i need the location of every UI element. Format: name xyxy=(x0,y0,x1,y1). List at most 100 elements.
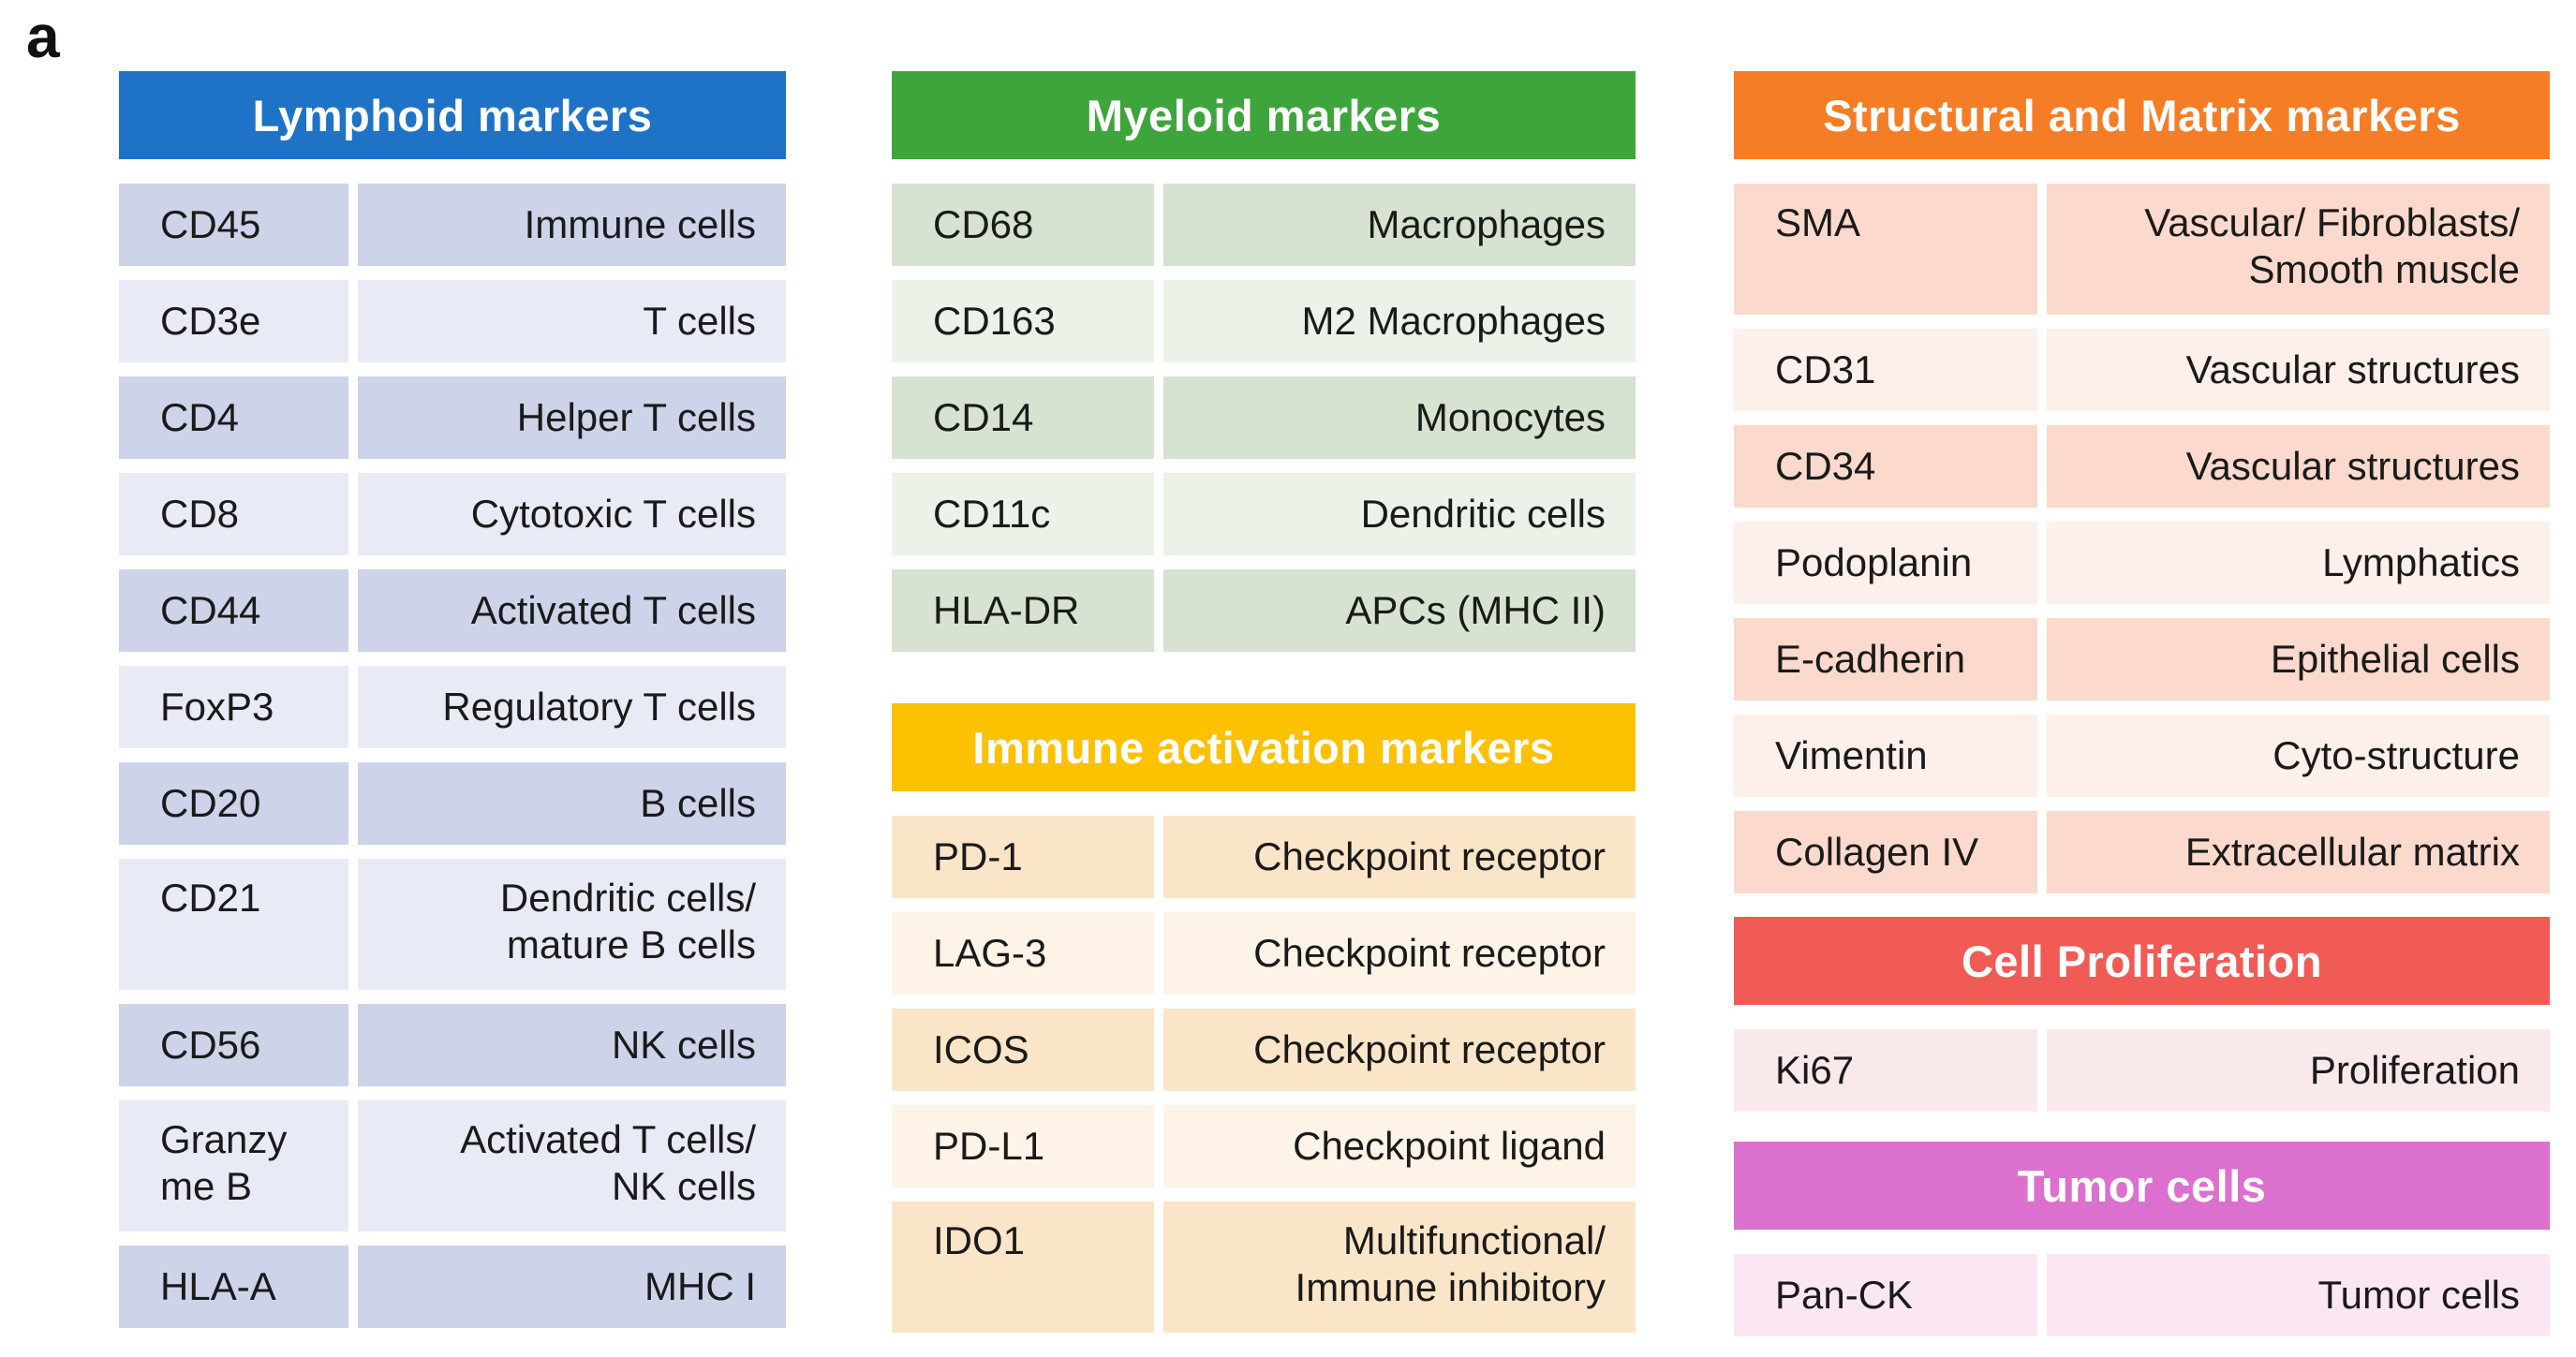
marker-target-cell: Proliferation xyxy=(2047,1029,2550,1112)
marker-name-cell: CD45 xyxy=(119,184,348,266)
marker-name-cell: Pan-CK xyxy=(1734,1254,2037,1336)
section-header-cell-proliferation: Cell Proliferation xyxy=(1734,917,2550,1005)
section-header-immune-activation: Immune activation markers xyxy=(892,703,1636,791)
marker-name-cell: Collagen IV xyxy=(1734,811,2037,893)
marker-target-cell: Dendritic cells/ mature B cells xyxy=(358,859,786,990)
marker-name-cell: CD44 xyxy=(119,569,348,652)
marker-name-cell: HLA-A xyxy=(119,1246,348,1328)
marker-name-cell: CD14 xyxy=(892,376,1154,459)
marker-name-cell: CD31 xyxy=(1734,329,2037,411)
marker-name-cell: CD11c xyxy=(892,473,1154,555)
section-header-tumor-cells: Tumor cells xyxy=(1734,1142,2550,1230)
marker-name-cell: CD8 xyxy=(119,473,348,555)
marker-target-cell: Activated T cells/ NK cells xyxy=(358,1100,786,1232)
marker-target-cell: Multifunctional/ Immune inhibitory xyxy=(1163,1202,1636,1333)
marker-name-cell: CD4 xyxy=(119,376,348,459)
marker-name-cell: CD34 xyxy=(1734,425,2037,508)
marker-target-cell: Checkpoint ligand xyxy=(1163,1105,1636,1187)
marker-name-cell: ICOS xyxy=(892,1009,1154,1091)
marker-target-cell: Vascular structures xyxy=(2047,329,2550,411)
marker-name-cell: Vimentin xyxy=(1734,715,2037,797)
marker-target-cell: Extracellular matrix xyxy=(2047,811,2550,893)
marker-target-cell: T cells xyxy=(358,280,786,362)
section-header-structural-matrix: Structural and Matrix markers xyxy=(1734,71,2550,159)
marker-target-cell: Vascular structures xyxy=(2047,425,2550,508)
panel-label: a xyxy=(26,3,60,70)
marker-name-cell: Granzy me B xyxy=(119,1100,348,1232)
marker-target-cell: Tumor cells xyxy=(2047,1254,2550,1336)
marker-name-cell: IDO1 xyxy=(892,1202,1154,1333)
marker-target-cell: Cytotoxic T cells xyxy=(358,473,786,555)
marker-target-cell: MHC I xyxy=(358,1246,786,1328)
marker-name-cell: HLA-DR xyxy=(892,569,1154,652)
marker-target-cell: Macrophages xyxy=(1163,184,1636,266)
marker-name-cell: FoxP3 xyxy=(119,666,348,748)
marker-target-cell: Checkpoint receptor xyxy=(1163,816,1636,898)
marker-name-cell: SMA xyxy=(1734,184,2037,315)
marker-name-cell: PD-L1 xyxy=(892,1105,1154,1187)
marker-name-cell: LAG-3 xyxy=(892,912,1154,995)
marker-target-cell: NK cells xyxy=(358,1004,786,1086)
marker-target-cell: APCs (MHC II) xyxy=(1163,569,1636,652)
marker-target-cell: Checkpoint receptor xyxy=(1163,912,1636,995)
marker-name-cell: CD3e xyxy=(119,280,348,362)
marker-name-cell: PD-1 xyxy=(892,816,1154,898)
marker-target-cell: M2 Macrophages xyxy=(1163,280,1636,362)
marker-name-cell: CD68 xyxy=(892,184,1154,266)
marker-target-cell: Lymphatics xyxy=(2047,522,2550,604)
marker-target-cell: Cyto-structure xyxy=(2047,715,2550,797)
marker-name-cell: CD21 xyxy=(119,859,348,990)
marker-target-cell: Checkpoint receptor xyxy=(1163,1009,1636,1091)
marker-name-cell: CD163 xyxy=(892,280,1154,362)
marker-target-cell: Monocytes xyxy=(1163,376,1636,459)
marker-name-cell: CD20 xyxy=(119,762,348,845)
marker-name-cell: CD56 xyxy=(119,1004,348,1086)
marker-target-cell: Dendritic cells xyxy=(1163,473,1636,555)
marker-target-cell: Activated T cells xyxy=(358,569,786,652)
section-header-lymphoid: Lymphoid markers xyxy=(119,71,786,159)
marker-name-cell: Podoplanin xyxy=(1734,522,2037,604)
marker-target-cell: Helper T cells xyxy=(358,376,786,459)
marker-target-cell: Immune cells xyxy=(358,184,786,266)
marker-target-cell: B cells xyxy=(358,762,786,845)
